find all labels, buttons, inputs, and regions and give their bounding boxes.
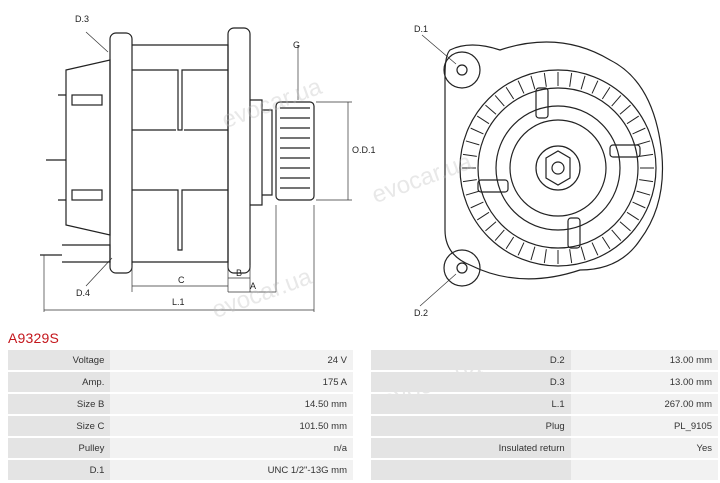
spec-label: D.3 xyxy=(370,372,571,392)
cooling-fin xyxy=(580,246,586,261)
spec-value: 24 V xyxy=(110,350,353,370)
spec-label: D.1 xyxy=(8,460,111,480)
cooling-fin xyxy=(494,95,505,107)
cooling-fin xyxy=(569,72,573,87)
spec-value: 13.00 mm xyxy=(570,350,718,370)
cooling-fin xyxy=(626,211,640,221)
spec-label: Plug xyxy=(370,416,571,436)
spec-value: 267.00 mm xyxy=(570,394,718,414)
cooling-fin xyxy=(530,246,536,261)
table-row: Pulley n/a Insulated return Yes xyxy=(8,438,718,458)
label-g: G xyxy=(293,40,300,50)
spec-value xyxy=(570,460,718,480)
spec-value: PL_9105 xyxy=(570,416,718,436)
spec-value: UNC 1/2"-13G mm xyxy=(110,460,353,480)
cooling-fin xyxy=(601,236,611,250)
label-d3: D.3 xyxy=(75,14,89,24)
cooling-fin xyxy=(619,104,631,115)
label-d4: D.4 xyxy=(76,288,90,298)
cooling-fin xyxy=(639,179,654,183)
cooling-fin xyxy=(485,221,497,232)
cooling-fin xyxy=(543,72,547,87)
part-number: A9329S xyxy=(8,330,60,346)
cooling-fin xyxy=(494,229,505,241)
cooling-fin xyxy=(462,179,477,183)
label-d1: D.1 xyxy=(414,24,428,34)
spec-value: 14.50 mm xyxy=(110,394,353,414)
label-d2: D.2 xyxy=(414,308,428,318)
cooling-fin xyxy=(517,80,525,94)
table-row: Size B 14.50 mm L.1 267.00 mm xyxy=(8,394,718,414)
spec-label: Size B xyxy=(8,394,111,414)
table-row: Size C 101.50 mm Plug PL_9105 xyxy=(8,416,718,436)
cooling-fin xyxy=(465,190,480,196)
spec-label: Size C xyxy=(8,416,111,436)
table-row: Amp. 175 A D.3 13.00 mm xyxy=(8,372,718,392)
cooling-fin xyxy=(591,242,599,256)
cooling-fin xyxy=(632,201,646,209)
label-a: A xyxy=(250,281,256,291)
cooling-fin xyxy=(530,75,536,90)
cooling-fin xyxy=(569,249,573,264)
cooling-fin xyxy=(580,75,586,90)
table-row: Voltage 24 V D.2 13.00 mm xyxy=(8,350,718,370)
cooling-fin xyxy=(591,80,599,94)
table-row: D.1 UNC 1/2"-13G mm xyxy=(8,460,718,480)
cooling-fin xyxy=(465,140,480,146)
label-od1: O.D.1 xyxy=(352,145,376,155)
cooling-fin xyxy=(505,86,515,100)
spec-value: 13.00 mm xyxy=(570,372,718,392)
cooling-fin xyxy=(470,201,484,209)
cooling-fin xyxy=(639,153,654,157)
spec-label: Insulated return xyxy=(370,438,571,458)
spec-label: Amp. xyxy=(8,372,111,392)
cooling-fin xyxy=(636,140,651,146)
spec-value: Yes xyxy=(570,438,718,458)
label-c: C xyxy=(178,275,185,285)
cooling-fin xyxy=(517,242,525,256)
spec-value: 175 A xyxy=(110,372,353,392)
cooling-fin xyxy=(632,127,646,135)
cooling-fin xyxy=(543,249,547,264)
cooling-fin xyxy=(476,115,490,125)
cooling-fin xyxy=(636,190,651,196)
spec-value: n/a xyxy=(110,438,353,458)
spec-value: 101.50 mm xyxy=(110,416,353,436)
label-l1: L.1 xyxy=(172,297,185,307)
cooling-fin xyxy=(462,153,477,157)
cooling-fin xyxy=(611,95,622,107)
spec-label: D.2 xyxy=(370,350,571,370)
cooling-fin xyxy=(601,86,611,100)
specs-table: Voltage 24 V D.2 13.00 mm Amp. 175 A D.3… xyxy=(8,348,718,482)
cooling-fin xyxy=(505,236,515,250)
spec-label: Voltage xyxy=(8,350,111,370)
cooling-fin xyxy=(470,127,484,135)
cooling-fin xyxy=(476,211,490,221)
spec-label: Pulley xyxy=(8,438,111,458)
cooling-fin xyxy=(485,104,497,115)
alternator-technical-drawing: D.3 G O.D.1 C B A L.1 D.4 D.1 D.2 xyxy=(40,14,664,318)
label-b: B xyxy=(236,268,242,278)
spec-label: L.1 xyxy=(370,394,571,414)
cooling-fin xyxy=(611,229,622,241)
cooling-fin xyxy=(619,221,631,232)
spec-label xyxy=(370,460,571,480)
cooling-fin xyxy=(626,115,640,125)
